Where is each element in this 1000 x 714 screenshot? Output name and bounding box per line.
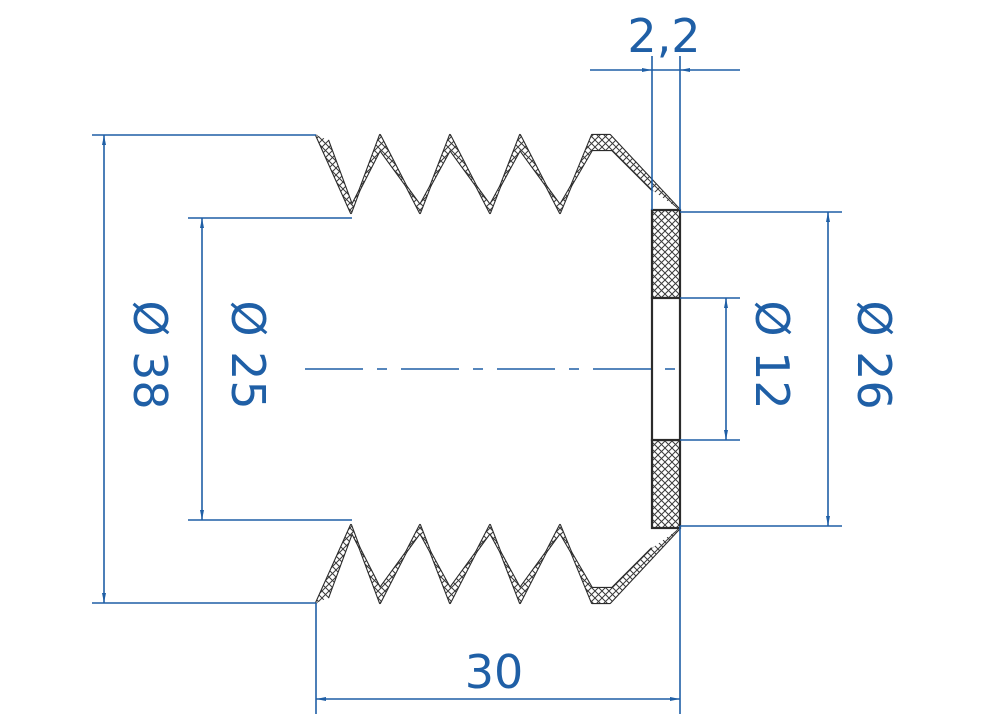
top-wall-hatch [316, 135, 680, 213]
top-corrugated-wall [314, 133, 681, 215]
dim-length [315, 526, 681, 714]
label-wall-thickness: 2,2 [627, 9, 700, 63]
label-outer-diameter: Ø 38 [123, 300, 177, 409]
dim-outer-diameter [92, 134, 316, 604]
label-end-diameter: Ø 26 [847, 300, 901, 409]
dim-inner-diameter [188, 217, 352, 521]
dim-end-diameter [680, 211, 842, 527]
end-wall-upper-hatch [650, 208, 682, 300]
top-wall-outer-edge [314, 133, 681, 215]
label-inner-diameter: Ø 25 [221, 300, 275, 409]
dim-hole-diameter [680, 297, 740, 441]
dimensions [92, 56, 842, 714]
end-wall-lower-hatch [650, 438, 682, 530]
bellows-section [305, 133, 682, 605]
dim-wall-thickness [590, 56, 740, 210]
label-length: 30 [465, 645, 524, 699]
bottom-corrugated-wall [314, 523, 681, 605]
bottom-wall-hatch [316, 525, 680, 603]
bottom-wall-outer-edge [314, 523, 681, 605]
end-wall [650, 208, 682, 530]
label-hole-diameter: Ø 12 [745, 300, 799, 409]
dimension-labels: 2,2 30 Ø 38 Ø 25 Ø 12 Ø 26 [123, 9, 901, 699]
